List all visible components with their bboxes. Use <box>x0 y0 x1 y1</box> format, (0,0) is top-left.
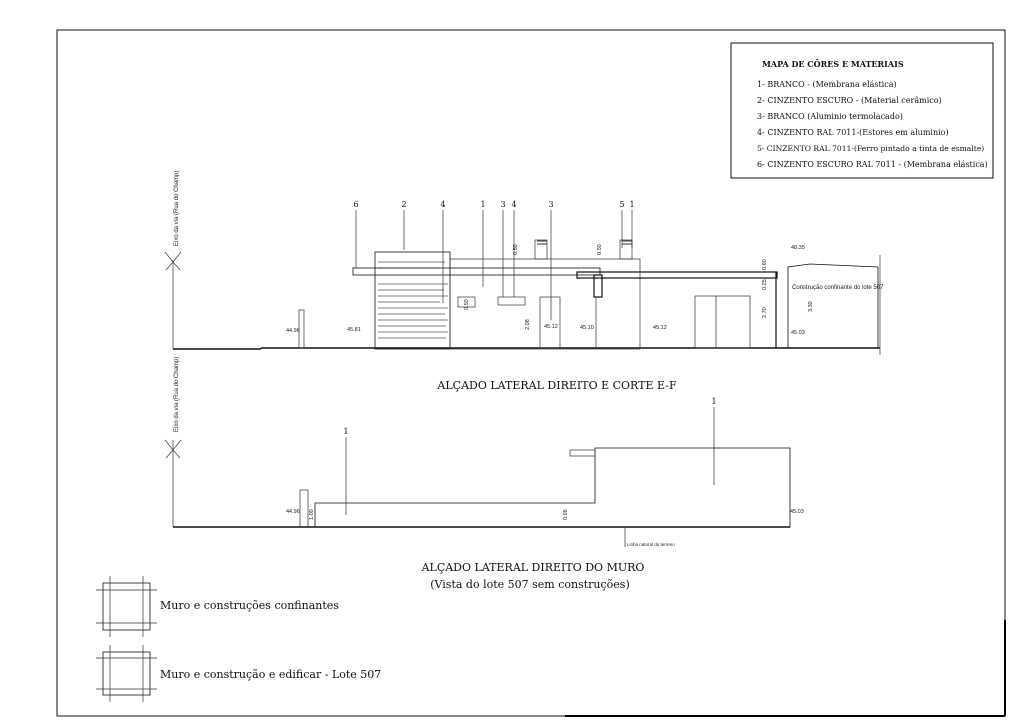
callout: 3 <box>548 200 553 209</box>
level-label: 45.10 <box>580 325 594 331</box>
level-label: 45.03 <box>790 509 804 515</box>
level-label: 45.12 <box>653 325 667 331</box>
dimension-label: 3.30 <box>808 301 814 312</box>
road-axis-label: Eixo da via (Rua do Champ) <box>174 171 180 246</box>
level-label: 45.03 <box>791 330 805 336</box>
dimension-label: 0.25 <box>762 279 768 290</box>
materials-legend: MAPA DE CÔRES E MATERIAIS 1- BRANCO - (M… <box>730 42 994 179</box>
terrain-label: Linha natural do terreno <box>627 542 675 547</box>
dimension-label: 0.50 <box>597 244 603 255</box>
callout: 4 <box>511 200 516 209</box>
legend-item: 2- CINZENTO ESCURO - (Material cerâmico) <box>757 96 942 105</box>
level-label: 44.96 <box>286 328 300 334</box>
legend-item: 3- BRANCO (Aluminio termolacado) <box>757 112 903 121</box>
elevation-1: Eixo da via (Rua do Champ) Construção c <box>164 171 884 392</box>
dimension-label: 0.60 <box>762 259 768 270</box>
level-label: 44.96 <box>286 509 300 515</box>
dimension-label: 0.96 <box>563 509 569 520</box>
callout: 1 <box>629 200 634 209</box>
road-axis-label: Eixo da via (Rua do Champ) <box>174 357 180 432</box>
legend-item: 5- CINZENTO RAL 7011-(Ferro pintado a ti… <box>757 144 984 153</box>
hatch-key-label: Muro e construções confinantes <box>160 599 339 612</box>
legend-item: 4- CINZENTO RAL 7011-(Estores em alumini… <box>757 128 949 137</box>
dimension-label: 0.50 <box>464 299 470 310</box>
legend-item: 1- BRANCO - (Membrana elástica) <box>757 80 897 89</box>
dimension-label: 1.00 <box>309 509 315 520</box>
sheet-border <box>56 29 1006 717</box>
callout: 6 <box>353 200 358 209</box>
callout: 5 <box>619 200 624 209</box>
stipple-key: Muro e construção e edificar - Lote 507 <box>96 645 381 702</box>
elevation-2-subtitle: (Vista do lote 507 sem construções) <box>430 578 630 591</box>
callout: 4 <box>440 200 445 209</box>
elevation-1-title: ALÇADO LATERAL DIREITO E CORTE E-F <box>436 379 677 392</box>
level-label: 45.12 <box>544 324 558 330</box>
callout: 3 <box>500 200 505 209</box>
dimension-label: 2.08 <box>525 319 531 330</box>
callout: 1 <box>480 200 485 209</box>
callout: 1 <box>711 397 716 406</box>
legend-title: MAPA DE CÔRES E MATERIAIS <box>762 59 904 69</box>
callout: 2 <box>401 200 406 209</box>
dimension-label: 0.50 <box>513 244 519 255</box>
callout: 1 <box>343 427 348 436</box>
neighbour-label: Construção confinante do lote 507 <box>792 285 884 291</box>
level-label: 45.81 <box>347 327 361 333</box>
elevation-2-title: ALÇADO LATERAL DIREITO DO MURO <box>421 561 645 574</box>
dimension-label: 2.70 <box>762 307 768 318</box>
stipple-key-label: Muro e construção e edificar - Lote 507 <box>160 668 381 681</box>
hatch-key: Muro e construções confinantes <box>96 576 339 637</box>
legend-item: 6- CINZENTO ESCURO RAL 7011 - (Membrana … <box>757 160 988 169</box>
elevation-2: Eixo da via (Rua do Champ) 1 1 44.96 45.… <box>164 357 804 591</box>
level-label: 48.35 <box>791 245 805 251</box>
